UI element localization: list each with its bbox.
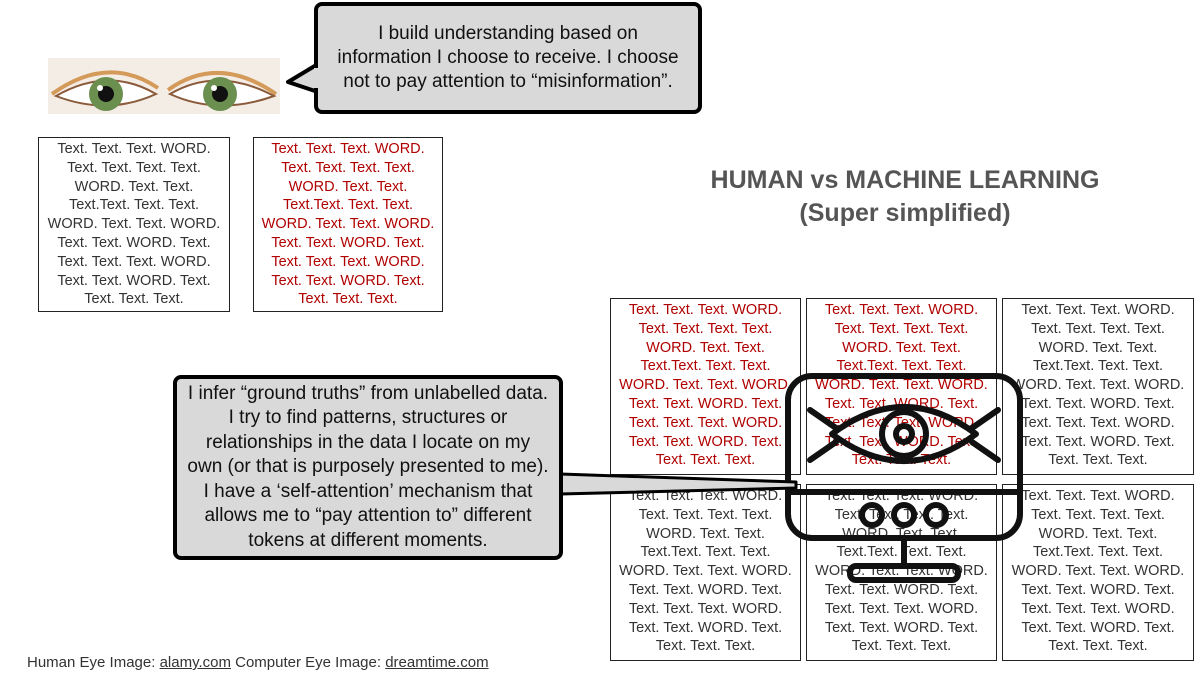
credits-middle: Computer Eye Image: [230, 654, 386, 671]
machine-text-box-3: Text. Text. Text. WORD. Text. Text. Text… [1002, 298, 1194, 475]
image-credits: Human Eye Image: alamy.com Computer Eye … [27, 654, 489, 671]
machine-text-box-6: Text. Text. Text. WORD. Text. Text. Text… [1002, 484, 1194, 661]
dreamtime-link[interactable]: dreamtime.com [385, 654, 489, 671]
credits-prefix: Human Eye Image: [27, 654, 160, 671]
page-title: HUMAN vs MACHINE LEARNING (Super simplif… [710, 166, 1100, 227]
machine-text-box-4: Text. Text. Text. WORD. Text. Text. Text… [610, 484, 801, 661]
machine-bubble-connector [558, 472, 798, 496]
machine-speech-text: I infer “ground truths” from unlabelled … [187, 382, 549, 551]
alamy-link[interactable]: alamy.com [159, 654, 231, 671]
machine-text-box-2: Text. Text. Text. WORD. Text. Text. Text… [806, 298, 997, 475]
human-text-box-normal: Text. Text. Text. WORD. Text. Text. Text… [38, 137, 230, 312]
human-speech-text: I build understanding based on informati… [337, 23, 679, 92]
bubble-tail-join [314, 68, 320, 88]
human-speech-bubble: I build understanding based on informati… [314, 2, 702, 114]
computer-eye-icon [785, 373, 1023, 583]
machine-text-box-1: Text. Text. Text. WORD. Text. Text. Text… [610, 298, 801, 475]
machine-speech-bubble: I infer “ground truths” from unlabelled … [173, 375, 563, 560]
eyes-illustration [50, 70, 278, 111]
human-text-box-red: Text. Text. Text. WORD. Text. Text. Text… [253, 137, 443, 312]
eyes-image [48, 58, 280, 114]
